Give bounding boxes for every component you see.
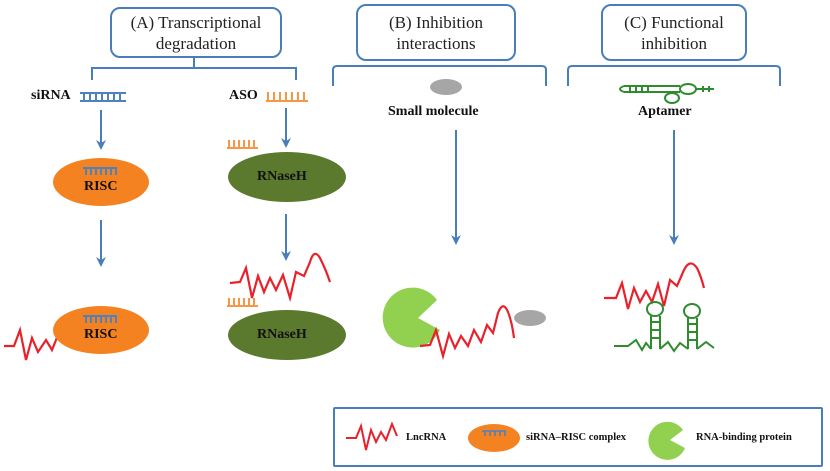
legend-risc-icon xyxy=(468,424,520,452)
aptamer-label: Aptamer xyxy=(638,104,692,119)
rnaseh-ellipse-top xyxy=(228,152,346,202)
risc-label-top: RISC xyxy=(84,179,118,194)
legend-lncrna-label: LncRNA xyxy=(406,432,447,443)
panel-c-title-line2: inhibition xyxy=(640,33,708,53)
risc-ellipse-top xyxy=(53,158,149,206)
panel-a-title-line2: degradation xyxy=(155,33,237,53)
bracket-c xyxy=(567,65,781,86)
small-molecule-label: Small molecule xyxy=(388,104,479,119)
sirna-icon xyxy=(80,92,126,102)
bracket-b xyxy=(332,65,547,86)
bracket-a xyxy=(91,67,297,80)
legend-box xyxy=(333,407,823,467)
legend-rbp-icon xyxy=(648,421,685,460)
aso-small-top xyxy=(227,140,258,149)
aptamer-bound xyxy=(614,301,715,353)
lncrna-a-right xyxy=(229,252,332,303)
risc-sirna-bottom xyxy=(83,315,117,323)
panel-b-title-line1: (B) Inhibition xyxy=(389,12,483,32)
rnaseh-label-bottom: RNaseH xyxy=(257,327,307,342)
risc-ellipse-bottom xyxy=(53,306,149,354)
lncrna-b xyxy=(419,305,516,361)
rnaseh-label-top: RNaseH xyxy=(257,169,307,184)
panel-c-header: (C) Functional inhibition xyxy=(601,4,747,61)
legend-lncrna-icon xyxy=(346,421,398,451)
lncrna-a-left xyxy=(4,326,67,361)
aso-label: ASO xyxy=(229,88,258,103)
panel-a-header: (A) Transcriptional degradation xyxy=(110,7,282,58)
aso-small-bottom xyxy=(227,298,258,307)
small-molecule-bound xyxy=(514,310,546,326)
legend-rbp-label: RNA-binding protein xyxy=(696,432,792,443)
lncrna-c xyxy=(604,262,706,310)
legend-sirna-risc-label: siRNA–RISC complex xyxy=(526,432,627,443)
rnaseh-ellipse-bottom xyxy=(228,310,346,360)
panel-c-title-line1: (C) Functional xyxy=(624,12,724,32)
panel-a-title-line1: (A) Transcriptional xyxy=(130,12,262,32)
sirna-label: siRNA xyxy=(31,88,71,103)
rna-binding-protein-b xyxy=(382,287,440,348)
risc-label-bottom: RISC xyxy=(84,327,118,342)
small-molecule-icon xyxy=(430,79,462,95)
legend-risc-sirna xyxy=(482,430,506,436)
risc-sirna-top xyxy=(83,167,117,175)
panel-b-header: (B) Inhibition interactions xyxy=(356,4,516,61)
aptamer-icon xyxy=(619,83,714,104)
aso-icon xyxy=(266,92,308,102)
panel-b-title-line2: interactions xyxy=(396,33,476,53)
